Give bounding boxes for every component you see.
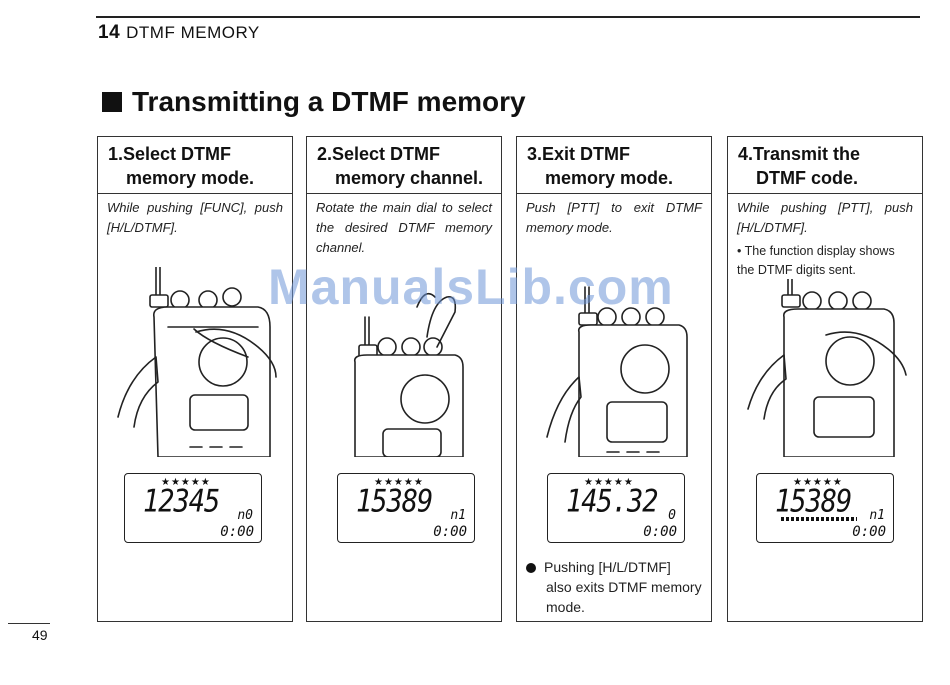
- radio-hand-illustration: [546, 286, 688, 457]
- lcd-digits: 145.32: [566, 483, 659, 520]
- step-note: Pushing [H/L/DTMF] also exits DTMF memor…: [526, 557, 706, 617]
- radio-hand-illustration: [747, 279, 907, 457]
- step-heading: 3.Exit DTMF memory mode.: [517, 137, 711, 194]
- step-heading-line1: 2.Select DTMF: [317, 144, 441, 164]
- step-heading-line2: memory channel.: [335, 168, 484, 188]
- lcd-time: 0:00: [220, 524, 254, 540]
- top-rule: [96, 16, 920, 18]
- dtmf-indicator-stars: ★★★★★: [161, 477, 211, 488]
- section-title: DTMF MEMORY: [126, 23, 260, 42]
- step-description: Rotate the main dial to select the desir…: [316, 200, 492, 255]
- page-title-text: Transmitting a DTMF memory: [132, 86, 526, 117]
- dtmf-indicator-stars: ★★★★★: [793, 477, 843, 488]
- lcd-channel: 0: [668, 508, 676, 523]
- lcd-display: ★★★★★ 15389 n1 0:00: [337, 473, 475, 543]
- page-number-rule: [8, 623, 50, 624]
- step-heading: 1.Select DTMF memory mode.: [98, 137, 292, 194]
- step-heading: 4.Transmit the DTMF code.: [728, 137, 922, 194]
- lcd-digits: 15389: [775, 483, 852, 520]
- step-heading-line1: 1.Select DTMF: [108, 144, 232, 164]
- lcd-digits: 12345: [143, 483, 220, 520]
- step-description: While pushing [PTT], push [H/L/DTMF].: [737, 200, 913, 235]
- lcd-time: 0:00: [643, 524, 677, 540]
- radio-hand-illustration: [117, 267, 277, 457]
- step-heading-line2: memory mode.: [126, 168, 255, 188]
- lcd-time: 0:00: [433, 524, 467, 540]
- radio-hand-illustration: [353, 292, 464, 457]
- section-number: 14: [98, 22, 121, 43]
- lcd-digits: 15389: [356, 483, 433, 520]
- square-bullet-icon: [102, 92, 122, 112]
- step-panel-4: 4.Transmit the DTMF code. While pushing …: [727, 136, 923, 622]
- step-heading-line2: DTMF code.: [756, 168, 858, 188]
- lcd-channel: n1: [450, 508, 466, 523]
- watermark: ManualsLib.com: [268, 259, 674, 315]
- lcd-channel: n1: [869, 508, 885, 523]
- bullet-dot-icon: [526, 563, 536, 574]
- step-heading-line2: memory mode.: [545, 168, 674, 188]
- step-panel-2: 2.Select DTMF memory channel. Rotate the…: [306, 136, 502, 622]
- dtmf-indicator-stars: ★★★★★: [374, 477, 424, 488]
- note-line: Pushing [H/L/DTMF]: [544, 559, 671, 575]
- page-number: 49: [32, 627, 48, 643]
- dtmf-indicator-stars: ★★★★★: [584, 477, 634, 488]
- lcd-display: ★★★★★ 15389 n1 0:00: [756, 473, 894, 543]
- lcd-display: ★★★★★ 145.32 0 0:00: [547, 473, 685, 543]
- step-panel-1: 1.Select DTMF memory mode. While pushing…: [97, 136, 293, 622]
- step-heading-line1: 3.Exit DTMF: [527, 144, 631, 164]
- step-panel-3: 3.Exit DTMF memory mode. Push [PTT] to e…: [516, 136, 712, 622]
- lcd-display: ★★★★★ 12345 n0 0:00: [124, 473, 262, 543]
- step-bullet: • The function display shows the DTMF di…: [737, 244, 895, 277]
- step-heading: 2.Select DTMF memory channel.: [307, 137, 501, 194]
- section-header: 14 DTMF MEMORY: [98, 22, 260, 44]
- step-description: Push [PTT] to exit DTMF memory mode.: [526, 200, 702, 235]
- lcd-channel: n0: [237, 508, 253, 523]
- note-line: mode.: [546, 599, 585, 615]
- step-heading-line1: 4.Transmit the: [738, 144, 861, 164]
- lcd-time: 0:00: [852, 524, 886, 540]
- note-line: also exits DTMF memory: [546, 579, 702, 595]
- dtmf-sent-bar: [781, 517, 857, 521]
- page-title: Transmitting a DTMF memory: [102, 86, 526, 118]
- step-description: While pushing [FUNC], push [H/L/DTMF].: [107, 200, 283, 235]
